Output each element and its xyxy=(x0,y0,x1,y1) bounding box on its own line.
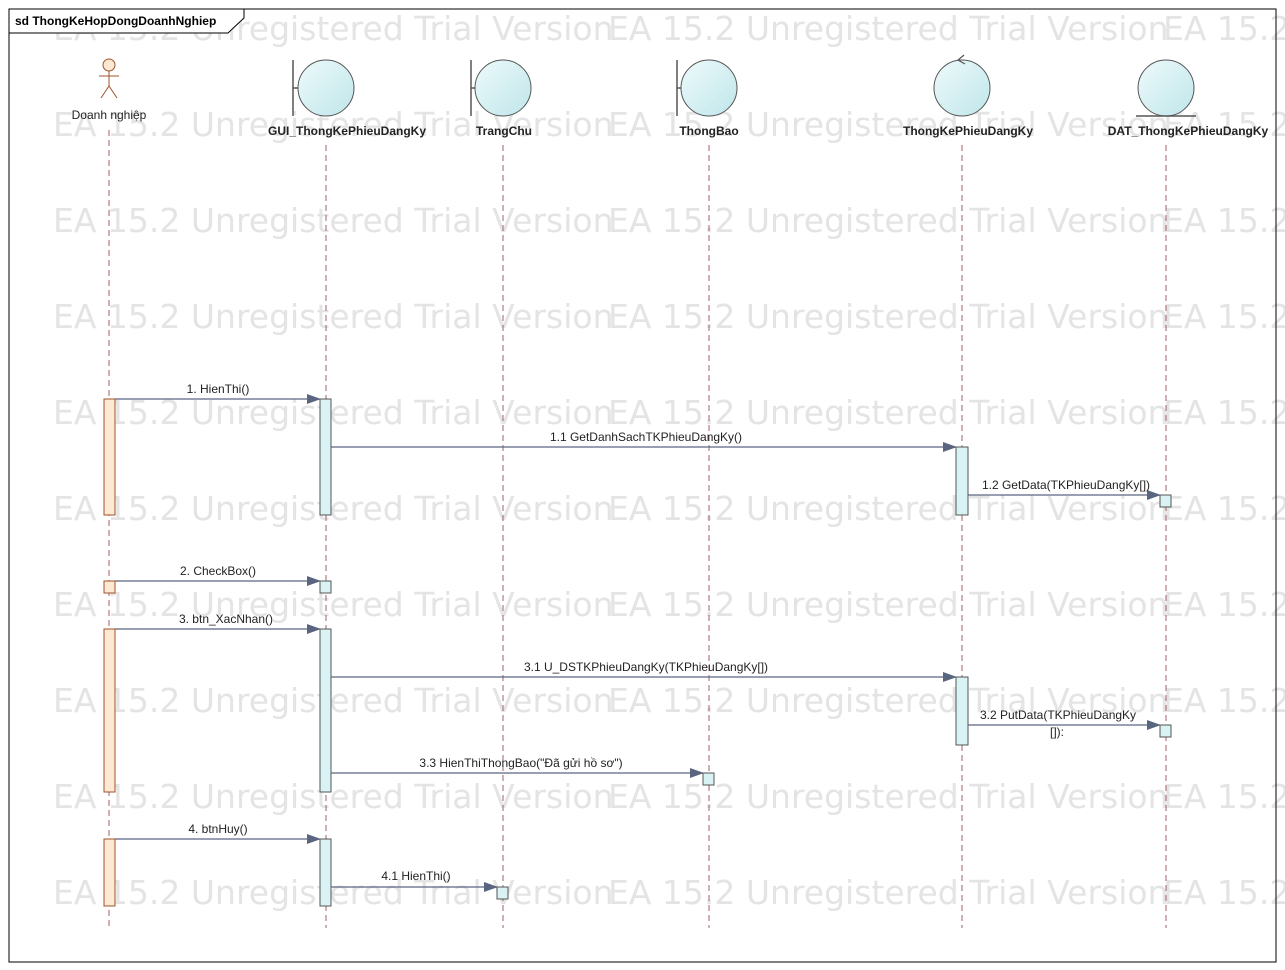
diagram-frame xyxy=(8,8,1277,963)
lifeline-label-actor: Doanh nghiệp xyxy=(72,108,147,122)
message-label-3-2: 3.2 PutData(TKPhieuDangKy xyxy=(980,708,1136,722)
watermark-text: EA 15.2 Unregistered Trial Version xyxy=(53,681,614,720)
activation-actor xyxy=(103,628,116,793)
message-arrows xyxy=(115,394,1161,892)
watermark-text: EA 15.2 Unregistered Trial Version xyxy=(1163,873,1285,912)
watermark-text: EA 15.2 Unregistered Trial Version xyxy=(608,393,1169,432)
lifeline-label-trangchu: TrangChu xyxy=(476,124,532,138)
watermark-text: EA 15.2 Unregistered Trial Version xyxy=(53,489,614,528)
watermark-text: EA 15.2 Unregistered Trial Version xyxy=(608,585,1169,624)
watermark-text: EA 15.2 Unregistered Trial Version xyxy=(608,9,1169,48)
watermark-text: EA 15.2 Unregistered Trial Version xyxy=(1163,9,1285,48)
watermark-text: EA 15.2 Unregistered Trial Version xyxy=(608,873,1169,912)
lifeline-label-thongbao: ThongBao xyxy=(679,124,738,138)
watermark-text: EA 15.2 Unregistered Trial Version xyxy=(608,201,1169,240)
activations xyxy=(103,398,1172,907)
watermark-text: EA 15.2 Unregistered Trial Version xyxy=(1163,489,1285,528)
watermark-text: EA 15.2 Unregistered Trial Version xyxy=(1163,201,1285,240)
watermark-text: EA 15.2 Unregistered Trial Version xyxy=(53,585,614,624)
activation-dat xyxy=(1159,494,1172,508)
activation-ctrl xyxy=(955,446,969,516)
message-label-1: 1. HienThi() xyxy=(187,382,250,396)
message-label-1-2: 1.2 GetData(TKPhieuDangKy[]) xyxy=(982,478,1150,492)
lifeline-label-ctrl: ThongKePhieuDangKy xyxy=(903,124,1033,138)
message-label-4: 4. btnHuy() xyxy=(188,822,247,836)
watermark-text: EA 15.2 Unregistered Trial Version xyxy=(608,297,1169,336)
watermark-text: EA 15.2 Unregistered Trial Version xyxy=(1163,105,1285,144)
activation-dat xyxy=(1159,724,1172,738)
actor-icon xyxy=(99,58,119,99)
watermark-text: EA 15.2 Unregistered Trial Version xyxy=(53,777,614,816)
watermark-text: EA 15.2 Unregistered Trial Version xyxy=(53,873,614,912)
activation-actor xyxy=(103,838,116,907)
message-label-1-1: 1.1 GetDanhSachTKPhieuDangKy() xyxy=(550,430,742,444)
frame-title-tab xyxy=(8,8,245,34)
boundary-icon-trangchu xyxy=(470,59,532,117)
activation-gui xyxy=(319,398,332,516)
control-icon xyxy=(933,54,991,117)
activation-trangchu xyxy=(496,886,509,900)
message-label-3-3: 3.3 HienThiThongBao("Đã gửi hồ sơ") xyxy=(419,756,622,770)
watermark-text: EA 15.2 Unregistered Trial Version xyxy=(1163,297,1285,336)
lifeline-label-dat: DAT_ThongKePhieuDangKy xyxy=(1108,124,1269,138)
activation-gui xyxy=(319,838,332,907)
activation-thongbao xyxy=(702,772,715,786)
message-label-3-1: 3.1 U_DSTKPhieuDangKy(TKPhieuDangKy[]) xyxy=(524,660,768,674)
watermark-text: EA 15.2 Unregistered Trial Version xyxy=(1163,777,1285,816)
message-label-2: 2. CheckBox() xyxy=(180,564,256,578)
watermark-text: EA 15.2 Unregistered Trial Version xyxy=(608,777,1169,816)
activation-ctrl xyxy=(955,676,969,746)
watermark-text: EA 15.2 Unregistered Trial Version xyxy=(53,297,614,336)
message-label-4-1: 4.1 HienThi() xyxy=(381,869,450,883)
watermark-text: EA 15.2 Unregistered Trial Version xyxy=(608,681,1169,720)
activation-gui xyxy=(319,580,332,594)
activation-actor xyxy=(103,580,116,594)
lifelines xyxy=(108,130,1167,928)
boundary-icon-thongbao xyxy=(676,59,738,117)
lifeline-label-gui: GUI_ThongKePhieuDangKy xyxy=(268,124,426,138)
message-label-3: 3. btn_XacNhan() xyxy=(179,612,273,626)
frame-title: sd ThongKeHopDongDoanhNghiep xyxy=(15,14,216,28)
watermark-text: EA 15.2 Unregistered Trial Version xyxy=(53,201,614,240)
watermark-text: EA 15.2 Unregistered Trial Version xyxy=(1163,393,1285,432)
activation-actor xyxy=(103,398,116,516)
entity-icon xyxy=(1136,59,1196,117)
watermark-text: EA 15.2 Unregistered Trial Version xyxy=(1163,585,1285,624)
watermark-text: EA 15.2 Unregistered Trial Version xyxy=(1163,681,1285,720)
boundary-icon-gui xyxy=(292,59,355,117)
activation-gui xyxy=(319,628,332,793)
message-label-3-2-cont: []): xyxy=(1050,725,1064,739)
